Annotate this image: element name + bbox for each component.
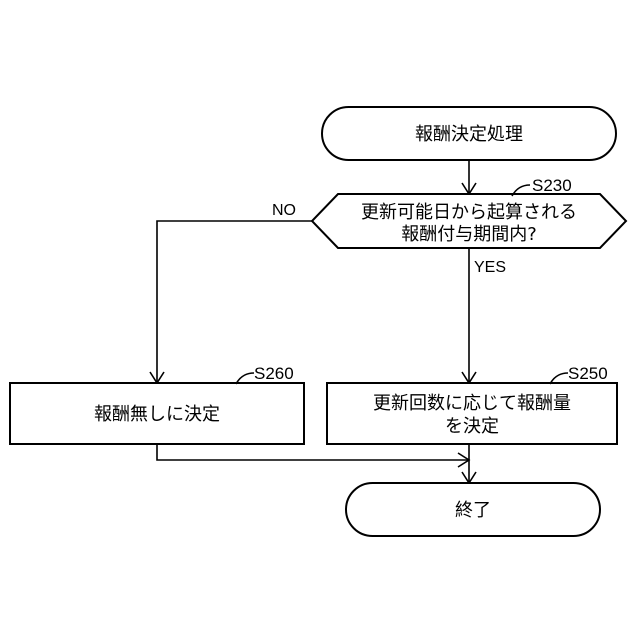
step-tag-s250: S250 [568,364,608,383]
arrow-no-branch [157,221,312,383]
step-tag-s230: S230 [532,176,572,195]
s250-line1: 更新回数に応じて報酬量 [373,393,571,414]
no-branch-label: NO [272,202,296,219]
decision-line1: 更新可能日から起算される [361,202,577,223]
s250-line2: を決定 [445,416,499,437]
start-label: 報酬決定処理 [415,124,523,145]
s260-label: 報酬無しに決定 [94,404,220,425]
step-tag-s260: S260 [254,364,294,383]
end-label: 終了 [455,500,491,521]
arrow-s260-to-merge [157,444,469,460]
decision-line2: 報酬付与期間内? [401,224,537,245]
yes-branch-label: YES [474,259,506,276]
